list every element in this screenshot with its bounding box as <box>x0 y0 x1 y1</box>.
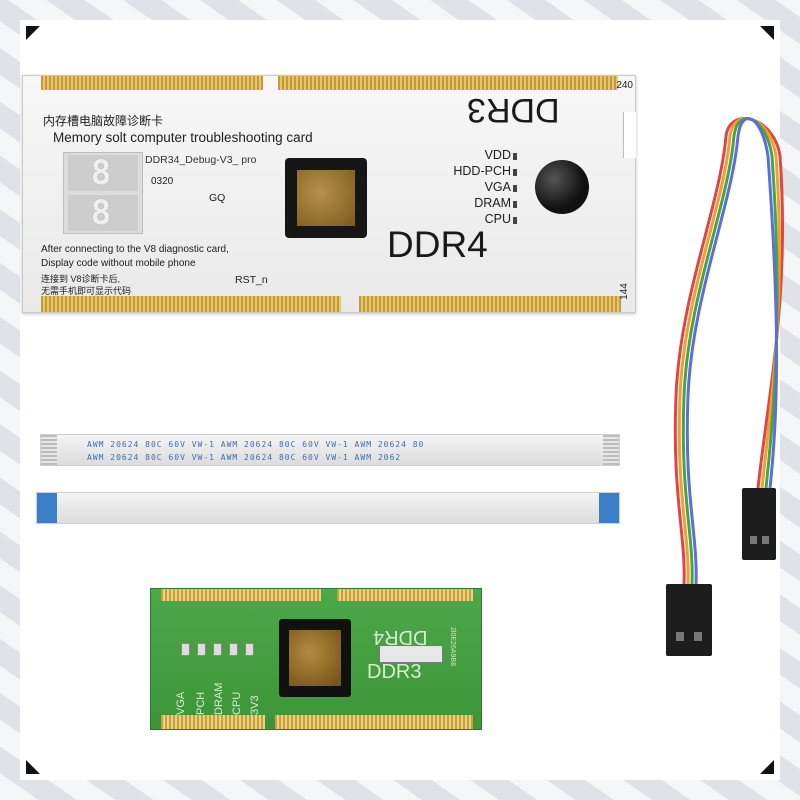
sodimm-diagnostic-card: VGA PCH DRAM CPU 3V3 DDR4 DDR3 2l0E26A9B… <box>150 588 482 730</box>
green-label-vga: VGA <box>175 691 187 715</box>
led-component <box>513 201 517 208</box>
cable-print-top: AWM 20624 80C 60V VW-1 AWM 20624 80C 60V… <box>87 440 425 449</box>
board-model: DDR34_Debug-V3_ pro <box>145 154 257 166</box>
card-notch <box>623 112 636 158</box>
led-component <box>513 153 517 160</box>
gold-pins <box>359 296 621 312</box>
wire-harness <box>666 117 785 656</box>
board-code: 0320 <box>151 176 174 187</box>
card-chinese-title: 内存槽电脑故障诊断卡 <box>43 114 164 128</box>
connector-right <box>742 488 776 560</box>
corner-mark <box>26 760 40 774</box>
cable-stiffener <box>37 493 57 523</box>
instruction-line-2: Display code without mobile phone <box>41 258 196 269</box>
gold-pins <box>278 76 618 90</box>
led-component <box>197 643 206 656</box>
cable-print-bottom: AWM 20624 80C 60V VW-1 AWM 20624 80C 60V… <box>87 453 402 462</box>
instruction-chinese-2: 无需手机即可显示代码 <box>41 286 132 296</box>
ddr-diagnostic-card: 内存槽电脑故障诊断卡 Memory solt computer troubles… <box>22 75 636 313</box>
gold-pins <box>275 715 473 729</box>
main-chip <box>285 158 367 238</box>
gold-pins <box>161 589 321 601</box>
instruction-chinese-1: 连接到 V8诊断卡后, <box>41 274 121 284</box>
led-label-hdd-pch: HDD-PCH <box>453 164 511 178</box>
led-component <box>229 643 238 656</box>
green-label-dram: DRAM <box>213 682 225 715</box>
card-english-title: Memory solt computer troubleshooting car… <box>53 130 313 145</box>
led-component <box>213 643 222 656</box>
gold-pins <box>161 715 265 729</box>
corner-mark <box>760 760 774 774</box>
flex-cable-1: AWM 20624 80C 60V VW-1 AWM 20624 80C 60V… <box>40 434 620 466</box>
led-component <box>513 169 517 176</box>
green-label-3v3: 3V3 <box>249 695 261 715</box>
gq-label: GQ <box>209 192 226 204</box>
buzzer <box>535 160 589 214</box>
flex-connector <box>379 645 443 663</box>
led-label-dram: DRAM <box>474 196 511 210</box>
instruction-line-1: After connecting to the V8 diagnostic ca… <box>41 244 229 255</box>
led-component <box>513 185 517 192</box>
led-component <box>513 217 517 224</box>
green-label-pch: PCH <box>195 691 207 715</box>
led-component <box>181 643 190 656</box>
connector-left <box>666 584 712 656</box>
ddr4-label: DDR4 <box>387 224 488 265</box>
flex-cable-2 <box>36 492 620 524</box>
gold-pins <box>337 589 473 601</box>
gold-pins <box>41 296 341 312</box>
segment-digit: 8 <box>68 155 138 191</box>
gold-pins <box>41 76 263 90</box>
pin-number-144: 144 <box>619 283 631 300</box>
cable-stiffener <box>599 493 619 523</box>
green-ddr3-label: DDR3 <box>367 661 422 683</box>
main-chip <box>279 619 351 697</box>
ddr3-label: DDR3 <box>467 91 560 129</box>
cable-contact <box>41 435 57 465</box>
segment-digit: 8 <box>68 195 138 231</box>
led-label-cpu: CPU <box>484 212 511 226</box>
corner-mark <box>760 26 774 40</box>
led-label-vdd: VDD <box>484 148 511 162</box>
green-label-cpu: CPU <box>231 691 243 715</box>
wire-strand <box>685 117 779 586</box>
led-component <box>245 643 254 656</box>
rst-label: RST_n <box>235 274 268 286</box>
led-label-vga: VGA <box>484 180 511 194</box>
seven-segment-display: 8 8 <box>63 152 143 234</box>
pin-number-240: 240 <box>616 80 633 91</box>
green-board-code: 2l0E26A9B8 <box>448 627 456 666</box>
cable-contact <box>603 435 619 465</box>
corner-mark <box>26 26 40 40</box>
